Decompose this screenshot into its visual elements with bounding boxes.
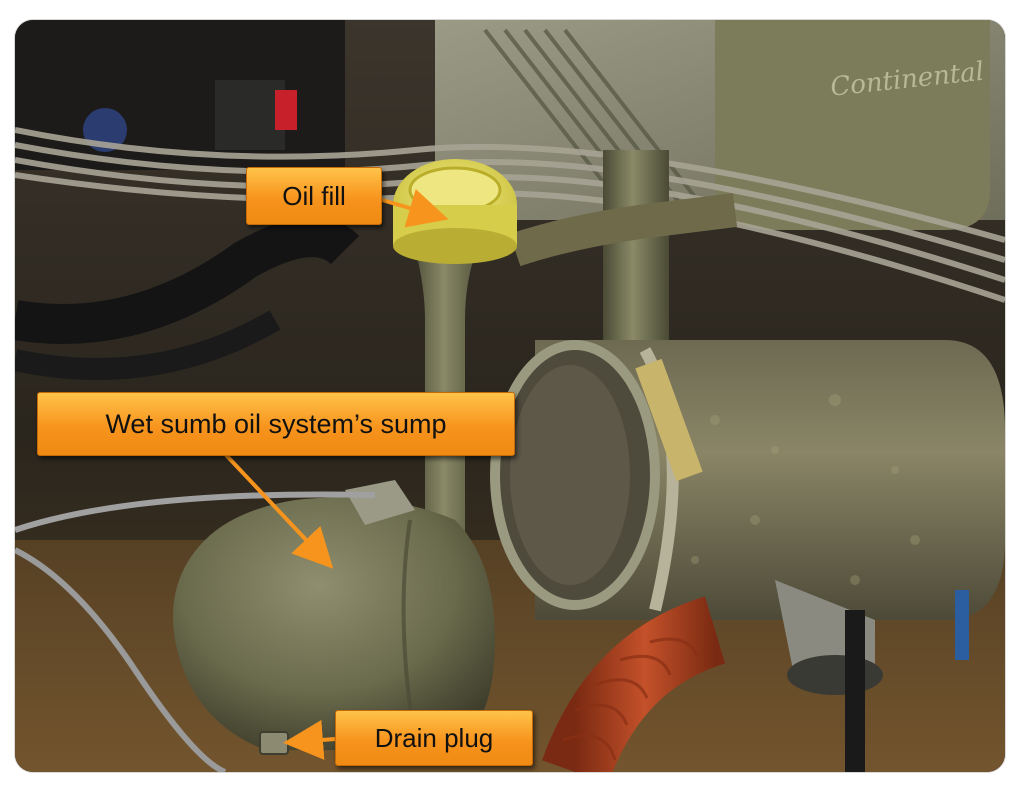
figure-frame: Continental xyxy=(15,20,1005,772)
oil-fill-callout: Oil fill xyxy=(246,167,382,225)
engine-photo: Continental xyxy=(15,20,1005,772)
drain-plug-callout: Drain plug xyxy=(335,710,533,766)
sump-callout: Wet sumb oil system’s sump xyxy=(37,392,515,456)
